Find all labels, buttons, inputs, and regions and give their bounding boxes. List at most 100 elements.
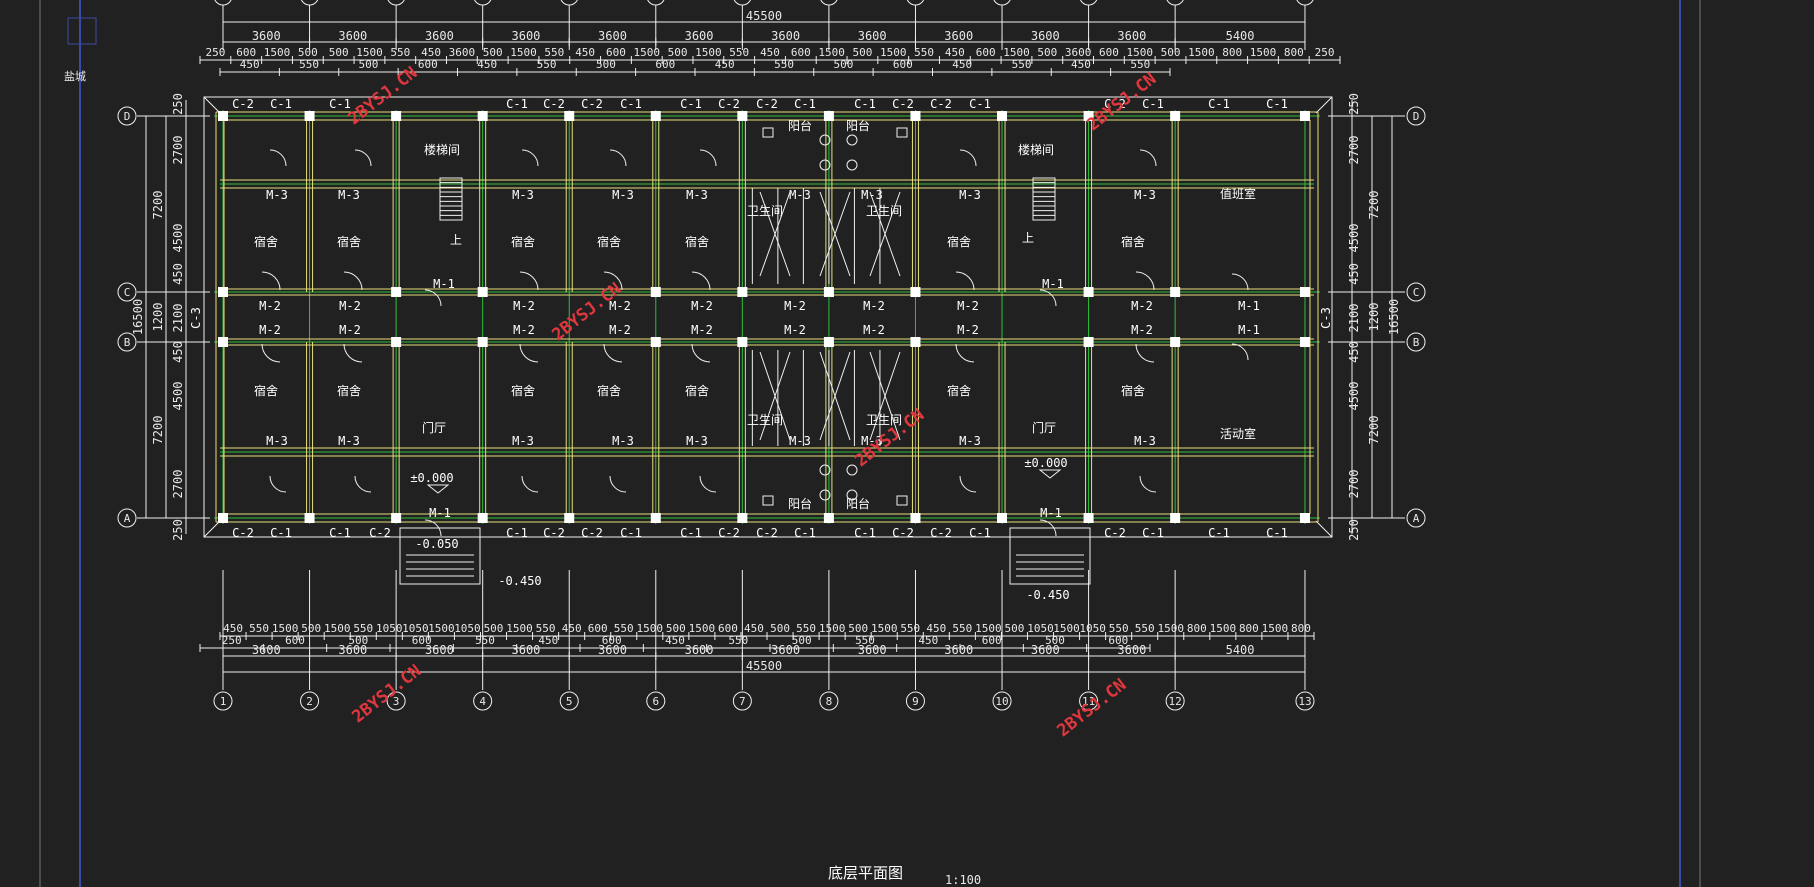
sub-dim-top: 550 <box>544 46 564 59</box>
sub2-dim-top: 450 <box>477 58 497 71</box>
door-swing <box>691 271 711 291</box>
column <box>650 287 661 297</box>
axis-bubble-col <box>213 691 233 711</box>
sub-dim-top: 450 <box>421 46 441 59</box>
axis-label-col: 3 <box>393 695 400 708</box>
room-dorm: 宿舍 <box>597 383 621 398</box>
sub-dim-bottom: 500 <box>301 622 321 635</box>
column <box>477 287 488 297</box>
column <box>650 111 661 121</box>
door-m3: M-3 <box>338 434 360 448</box>
sub-dim-bottom: 550 <box>900 622 920 635</box>
window-label-bottom: C-1 <box>854 526 876 540</box>
stall-diagonal <box>869 191 901 277</box>
sub-dim-top: 600 <box>236 46 256 59</box>
sub-dim-bottom: 1500 <box>506 622 533 635</box>
vertical-dim-left: 250 <box>171 93 185 115</box>
sub-dim-bottom: 1500 <box>428 622 455 635</box>
door-swing <box>519 271 539 291</box>
level-triangle <box>1038 469 1062 479</box>
door-m1: M-1 <box>429 506 451 520</box>
column <box>564 111 575 121</box>
sub-dim-bottom: 550 <box>1135 622 1155 635</box>
axis-bubble-col-top <box>1166 0 1184 6</box>
col-dim-bottom: 3600 <box>771 643 800 657</box>
sub-dim-bottom: 800 <box>1291 622 1311 635</box>
window-label-top: C-1 <box>1142 97 1164 111</box>
room-activity: 活动室 <box>1220 426 1256 441</box>
sub2-dim-top: 600 <box>893 58 913 71</box>
window-label-top: C-1 <box>1266 97 1288 111</box>
axis-bubble-col-top <box>387 0 405 6</box>
window-label-top: C-2 <box>756 97 778 111</box>
sub2-dim-bottom: 550 <box>728 634 748 647</box>
sub2-dim-bottom: 600 <box>982 634 1002 647</box>
door-swing <box>424 519 442 537</box>
window-label-bottom: C-1 <box>1266 526 1288 540</box>
window-label-top: C-1 <box>620 97 642 111</box>
sub-dim-bottom: 600 <box>588 622 608 635</box>
column <box>1083 287 1094 297</box>
stair-right <box>1032 177 1056 221</box>
room-duty: 值班室 <box>1220 186 1256 201</box>
door-swing <box>609 475 627 493</box>
sub2-dim-top: 550 <box>299 58 319 71</box>
sub-dim-top: 1500 <box>1250 46 1277 59</box>
stall-diagonal <box>759 191 791 277</box>
vertical-dim-right: 16500 <box>1387 299 1401 335</box>
window-label-bottom: C-2 <box>718 526 740 540</box>
window-label-bottom: C-1 <box>680 526 702 540</box>
window-label-top: C-1 <box>506 97 528 111</box>
column <box>910 337 921 347</box>
door-swing <box>955 343 975 363</box>
axis-bubble-col-top <box>474 0 492 6</box>
sub-dim-bottom: 500 <box>770 622 790 635</box>
col-dim-top: 3600 <box>598 29 627 43</box>
sub2-dim-top: 550 <box>774 58 794 71</box>
door-m2: M-2 <box>784 299 806 313</box>
corner-line <box>203 520 221 538</box>
sub2-dim-bottom: 550 <box>475 634 495 647</box>
door-m3: M-3 <box>789 434 811 448</box>
window-label-bottom: C-2 <box>930 526 952 540</box>
sub2-dim-top: 550 <box>1130 58 1150 71</box>
vertical-dim-right: 2100 <box>1347 304 1361 333</box>
window-label-top: C-1 <box>794 97 816 111</box>
col-dim-top: 5400 <box>1226 29 1255 43</box>
sub2-dim-bottom: 500 <box>1045 634 1065 647</box>
toilet-fixture <box>846 134 858 146</box>
vertical-dim-left: 4500 <box>171 382 185 411</box>
door-swing <box>521 149 539 167</box>
axis-label-row-right: C <box>1413 286 1420 299</box>
door-m3: M-3 <box>1134 188 1156 202</box>
door-swing <box>519 343 539 363</box>
door-m1: M-1 <box>433 277 455 291</box>
door-m3: M-3 <box>959 434 981 448</box>
axis-bubble-col-top <box>993 0 1011 6</box>
toilet-fixture <box>846 159 858 171</box>
axis-label-col: 10 <box>995 695 1008 708</box>
sub2-dim-bottom: 600 <box>1108 634 1128 647</box>
sub2-dim-top: 500 <box>359 58 379 71</box>
col-dim-bottom: 3600 <box>858 643 887 657</box>
door-swing <box>269 149 287 167</box>
room-dorm: 宿舍 <box>1121 383 1145 398</box>
room-toilet: 卫生间 <box>747 413 783 427</box>
vertical-dim-left: 16500 <box>131 299 145 335</box>
sub2-dim-top: 550 <box>537 58 557 71</box>
building-structure <box>203 96 1333 585</box>
level-triangle <box>426 484 450 494</box>
axis-bubble-col-top <box>906 0 925 6</box>
door-m2: M-2 <box>259 299 281 313</box>
axis-label-col: 8 <box>826 695 833 708</box>
col-dim-bottom: 3600 <box>1031 643 1060 657</box>
door-m3: M-3 <box>789 188 811 202</box>
sub2-dim-top: 600 <box>418 58 438 71</box>
door-m2: M-2 <box>863 299 885 313</box>
room-dorm: 宿舍 <box>254 383 278 398</box>
sub-dim-top: 800 <box>1284 46 1304 59</box>
axis-label-col: 2 <box>306 695 313 708</box>
drawing-scale: 1:100 <box>945 873 981 887</box>
door-swing <box>1139 475 1157 493</box>
room-dorm: 宿舍 <box>254 234 278 249</box>
